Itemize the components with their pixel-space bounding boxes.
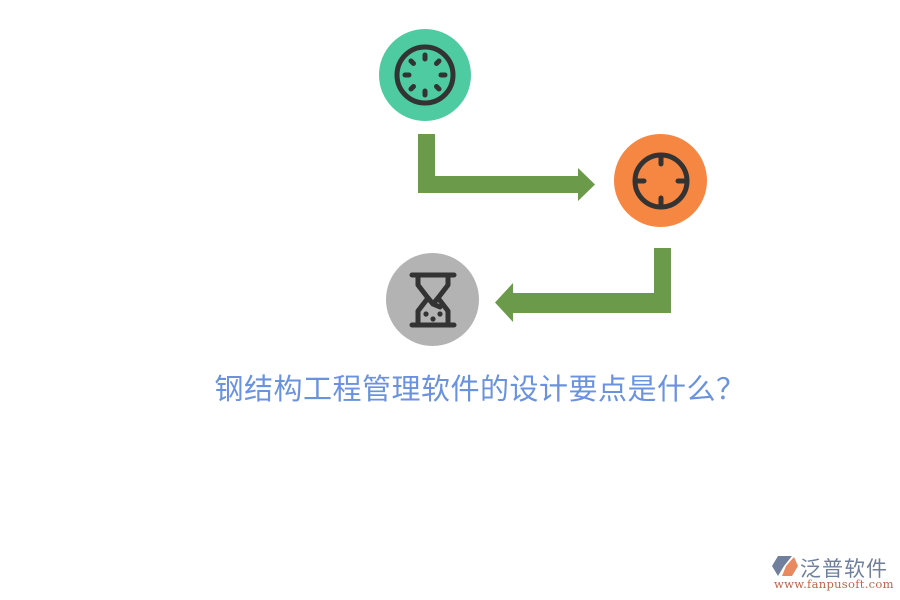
- node-step-3: [386, 253, 479, 346]
- elbow-arrow-left: [495, 248, 671, 322]
- node-step-2: [614, 134, 707, 227]
- node-step-1: [379, 29, 471, 121]
- elbow-arrow-right: [418, 134, 595, 201]
- hourglass-icon: [409, 272, 456, 327]
- logo-url[interactable]: www.fanpusoft.com: [774, 577, 894, 591]
- logo-brand-name: 泛普软件: [800, 557, 888, 581]
- fanpu-logo-icon: [772, 556, 798, 576]
- fanpu-logo[interactable]: 泛普软件 www.fanpusoft.com: [770, 553, 895, 593]
- crosshair-target-icon: [632, 152, 689, 209]
- diagram-title: 钢结构工程管理软件的设计要点是什么？: [214, 372, 746, 406]
- loading-spinner-icon: [394, 44, 456, 106]
